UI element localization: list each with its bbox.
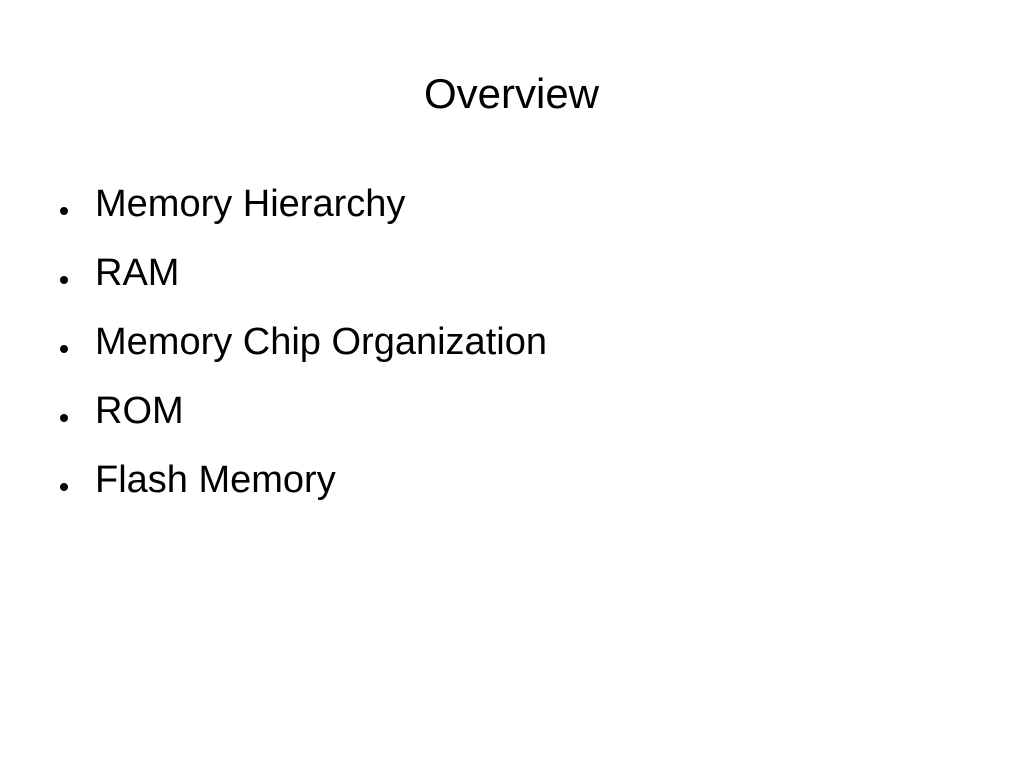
bullet-item: Memory Hierarchy [60, 180, 547, 249]
slide-title: Overview [423, 70, 600, 117]
bullet-dot-icon [60, 345, 68, 353]
bullet-item: Flash Memory [60, 456, 547, 525]
bullet-text: Flash Memory [95, 459, 336, 501]
bullet-dot-icon [60, 207, 68, 215]
bullet-list: Memory Hierarchy RAM Memory Chip Organiz… [60, 180, 547, 525]
bullet-text: Memory Hierarchy [95, 183, 406, 225]
bullet-text: Memory Chip Organization [95, 321, 547, 363]
bullet-text: RAM [95, 252, 180, 294]
bullet-dot-icon [60, 483, 68, 491]
bullet-dot-icon [60, 414, 68, 422]
bullet-item: ROM [60, 387, 547, 456]
bullet-dot-icon [60, 276, 68, 284]
bullet-text: ROM [95, 390, 184, 432]
bullet-item: Memory Chip Organization [60, 318, 547, 387]
bullet-item: RAM [60, 249, 547, 318]
